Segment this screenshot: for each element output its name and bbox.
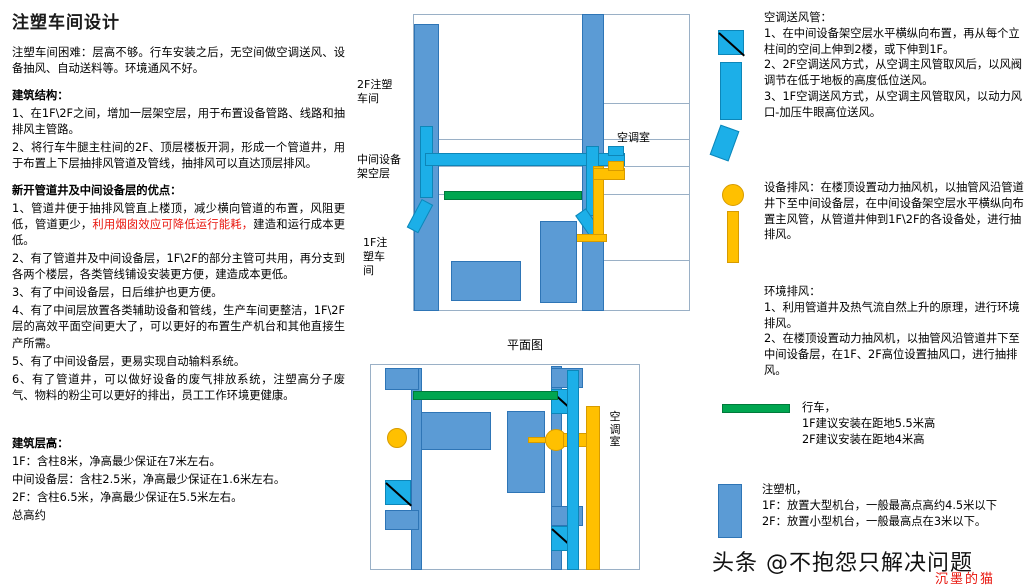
- legend-line-equipment-exhaust-1: 设备排风：在楼顶设置动力抽风机，以抽管风沿管道井下至中间设备层，在中间设备架空层…: [764, 181, 1024, 242]
- plan-block-left-bottom: [385, 510, 419, 530]
- section-floor-line-2f: [413, 139, 690, 140]
- legend-line-injection-machine-2: 2F：放置小型机台，一般最高点在3米以下。: [762, 514, 987, 528]
- section-exhaust-ac-stub: [608, 161, 624, 171]
- legend-line-environment-exhaust-2: 2、在楼顶设置动力抽风机，以抽管风沿管道井下至中间设备层，在1F、2F高位设置抽…: [764, 332, 1020, 378]
- section-ac-room-line-lower: [603, 260, 690, 261]
- watermark-main: 头条 @不抱怨只解决问题: [712, 551, 973, 576]
- watermark-sub: 沉墨的猫: [935, 572, 996, 587]
- benefit-1-text-b: 建造和运行成本更低。: [12, 218, 345, 248]
- plan-view-caption: 平面图: [507, 338, 544, 352]
- legend-title-injection-machine: 注塑机，: [762, 483, 808, 496]
- diagram-column: 2F注塑 车间 中间设备 架空层 1F注 塑车 间 空调室 平面图: [355, 6, 715, 581]
- left-text-column: 注塑车间设计 注塑车间困难：层高不够。行车安装之后，无空间做空调送风、设备抽风、…: [10, 8, 345, 526]
- plan-supply-main-vertical: [567, 370, 579, 570]
- benefit-item-4: 4、有了中间层放置各类辅助设备和管线，生产车间更整洁，1F\2F层的高效平面空间…: [12, 304, 345, 350]
- benefit-item-6: 6、有了管道井，可以做好设备的废气排放系统，注塑高分子废气、物料的粉尘可以更好的…: [12, 372, 345, 402]
- structure-item-2: 2、将行车牛腿主柱间的2F、顶层楼板开洞，形成一个管道井，用于布置上下层抽排风管…: [12, 141, 345, 171]
- legend-column: 空调送风管： 1、在中间设备架空层水平横纵向布置，再从每个立柱间的空间上伸到2楼…: [709, 10, 1024, 580]
- plan-column-strip-right: [551, 366, 562, 570]
- legend-title-ac-supply: 空调送风管：: [764, 11, 832, 24]
- plan-view-diagram: 空调室: [355, 356, 715, 581]
- ac-supply-duct-icon: [709, 30, 752, 162]
- equipment-exhaust-icon: [722, 184, 748, 264]
- legend-title-crane: 行车，: [802, 401, 836, 414]
- legend-item-environment-exhaust: 环境排风： 1、利用管道井及热气流自然上升的原理，进行环境排风。 2、在楼顶设置…: [722, 284, 1024, 380]
- legend-line-ac-supply-3: 3、1F空调送风方式，从空调主风管取风，以动力风口-加压牛眼高位送风。: [764, 90, 1023, 119]
- benefit-item-3: 3、有了中间设备层，日后维护也更方便。: [12, 286, 223, 300]
- height-item-middle: 中间设备层：含柱2.5米，净高最少保证在1.6米左右。: [12, 472, 286, 486]
- plan-exhaust-point-left: [387, 428, 407, 448]
- legend-line-crane-1: 1F建议安装在距地5.5米高: [802, 416, 936, 430]
- legend-line-environment-exhaust-1: 1、利用管道井及热气流自然上升的原理，进行环境排风。: [764, 300, 1020, 330]
- intro-paragraph: 注塑车间困难：层高不够。行车安装之后，无空间做空调送风、设备抽风、自动送料等。环…: [12, 46, 345, 76]
- legend-item-ac-supply: 空调送风管： 1、在中间设备架空层水平横纵向布置，再从每个立柱间的空间上伸到2楼…: [709, 10, 1024, 162]
- section-label-middle: 中间设备 架空层: [357, 153, 401, 180]
- section-ac-room-line: [603, 103, 690, 104]
- plan-block-left-top: [385, 368, 419, 390]
- legend-title-environment-exhaust: 环境排风：: [764, 285, 821, 298]
- benefits-heading: 新开管道井及中间设备层的优点：: [12, 184, 182, 198]
- page-title: 注塑车间设计: [12, 13, 120, 33]
- legend-line-ac-supply-2: 2、2F空调送风方式，从空调主风管取风后，以风阀调节在低于地板的高度低位送风。: [764, 58, 1023, 88]
- plan-exhaust-main-vertical: [586, 406, 600, 570]
- plan-machine-1: [421, 412, 491, 450]
- legend-line-crane-2: 2F建议安装在距地4米高: [802, 432, 925, 446]
- section-label-2f: 2F注塑 车间: [357, 78, 393, 105]
- height-item-2f: 2F：含柱6.5米，净高最少保证在5.5米左右。: [12, 490, 243, 504]
- section-duct-ac-stub: [608, 146, 624, 156]
- legend-line-ac-supply-1: 1、在中间设备架空层水平横纵向布置，再从每个立柱间的空间上伸到2楼，或下伸到1F…: [764, 26, 1020, 56]
- section-main-supply-duct: [425, 153, 625, 166]
- legend-item-injection-machine: 注塑机， 1F：放置大型机台，一般最高点高约4.5米以下 2F：放置小型机台，一…: [718, 482, 1024, 542]
- height-item-total: 总高约: [12, 508, 46, 522]
- legend-item-crane: 行车， 1F建议安装在距地5.5米高 2F建议安装在距地4米高: [722, 400, 1024, 458]
- section-label-ac-room: 空调室: [617, 131, 650, 144]
- crane-icon: [722, 404, 792, 414]
- structure-item-1: 1、在1F\2F之间，增加一层架空层，用于布置设备管路、线路和抽排风主管路。: [12, 107, 345, 137]
- section-label-1f: 1F注 塑车 间: [363, 236, 388, 277]
- plan-machine-2: [507, 411, 545, 493]
- section-view-diagram: 2F注塑 车间 中间设备 架空层 1F注 塑车 间 空调室: [355, 6, 715, 326]
- benefit-item-2: 2、有了管道井及中间设备层，1F\2F的部分主管可共用，再分支到各两个楼层，各类…: [12, 252, 345, 282]
- benefit-item-5: 5、有了中间设备层，更易实现自动输料系统。: [12, 354, 246, 368]
- plan-exhaust-connector-small: [528, 437, 546, 443]
- structure-heading: 建筑结构：: [12, 89, 69, 103]
- heights-heading: 建筑层高：: [12, 436, 69, 450]
- benefit-1-highlight: 利用烟囱效应可降低运行能耗，: [92, 218, 254, 232]
- injection-machine-icon: [718, 484, 748, 540]
- benefit-1-text-a: 1、管道井便于抽排风管直上楼顶，减少横向管道的布置，风阻更低，管道更少，: [12, 202, 345, 232]
- plan-crane-rail: [413, 391, 558, 400]
- plan-label-ac-room: 空调室: [609, 410, 621, 449]
- section-machine-small: [451, 261, 521, 301]
- section-floor-line-mid: [413, 166, 690, 167]
- benefit-item-1: 1、管道井便于抽排风管直上楼顶，减少横向管道的布置，风阻更低，管道更少，利用烟囱…: [12, 201, 345, 249]
- legend-item-equipment-exhaust: 设备排风：在楼顶设置动力抽风机，以抽管风沿管道井下至中间设备层，在中间设备架空层…: [722, 180, 1024, 268]
- section-machine-large: [540, 221, 577, 303]
- height-item-1f: 1F：含柱8米，净高最少保证在7米左右。: [12, 454, 221, 468]
- legend-line-injection-machine-1: 1F：放置大型机台，一般最高点高约4.5米以下: [762, 498, 997, 512]
- section-crane-beam: [444, 191, 582, 200]
